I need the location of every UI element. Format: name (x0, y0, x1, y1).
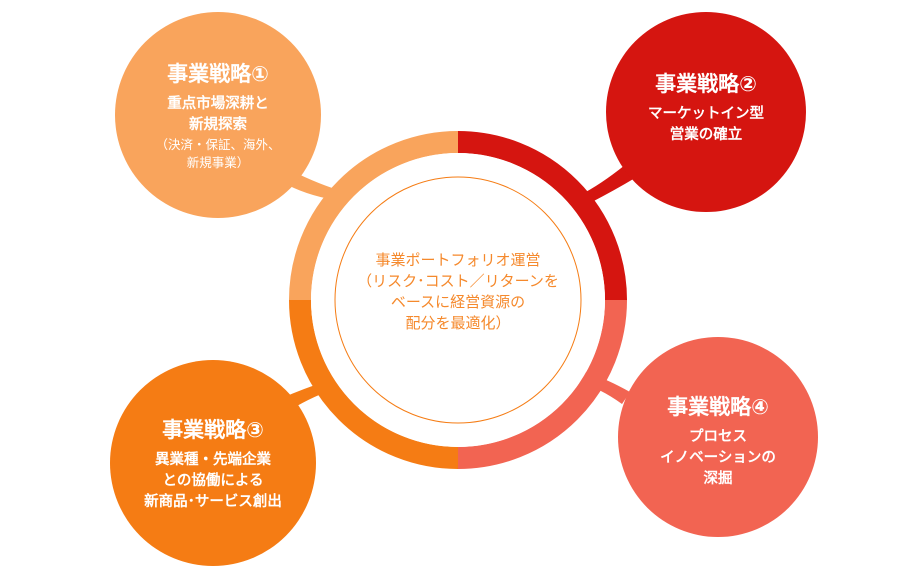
strategy-title: 事業戦略① (167, 62, 269, 86)
strategy-4: 事業戦略④ プロセス イノベーションの 深掘 (618, 345, 818, 535)
ring-segment-3 (289, 299, 459, 469)
bubble-4-bg (618, 337, 818, 537)
strategy-line: マーケットイン型 (648, 106, 764, 122)
ring-segment-1 (289, 131, 459, 301)
strategy-line: 新規探索 (189, 117, 247, 133)
strategy-line: 異業種・先端企業 (155, 451, 271, 468)
center-line: 事業ポートフォリオ運営 (375, 251, 541, 269)
center-text: 事業ポートフォリオ運営 （リスク･コスト／リターンを ベースに経営資源の 配分を… (338, 250, 578, 334)
strategy-line: プロセス (689, 428, 747, 445)
connector-2 (580, 165, 635, 203)
strategy-title: 事業戦略② (655, 72, 757, 96)
strategy-title: 事業戦略④ (667, 394, 769, 419)
ring-segment-4 (457, 299, 627, 469)
bubble-3-bg (110, 360, 316, 566)
center-line: 配分を最適化） (405, 314, 511, 332)
strategy-3: 事業戦略③ 異業種・先端企業 との協働による 新商品･サービス創出 (113, 363, 313, 563)
center-line: ベースに経営資源の (390, 293, 526, 311)
strategy-2: 事業戦略② マーケットイン型 営業の確立 (606, 12, 806, 202)
bubble-1-bg (115, 12, 321, 218)
strategy-line: イノベーションの (660, 449, 776, 466)
ring-segment-2 (457, 131, 627, 301)
strategy-line: 重点市場深耕と (167, 96, 269, 112)
strategy-line: 営業の確立 (669, 127, 743, 143)
strategy-1: 事業戦略① 重点市場深耕と 新規探索 （決済・保証、海外、 新規事業） (118, 15, 318, 215)
center-inner-line (334, 176, 582, 424)
center-circle (311, 153, 605, 447)
strategy-line: との協働による (162, 472, 264, 489)
strategy-sub: 新規事業） (186, 155, 250, 170)
center-line: （リスク･コスト／リターンを (357, 272, 559, 290)
bubble-2-bg (606, 12, 806, 212)
strategy-line: 新商品･サービス創出 (144, 493, 282, 510)
strategy-title: 事業戦略③ (162, 417, 264, 442)
strategy-line: 深掘 (703, 470, 733, 487)
strategy-sub: （決済・保証、海外、 (155, 137, 281, 152)
